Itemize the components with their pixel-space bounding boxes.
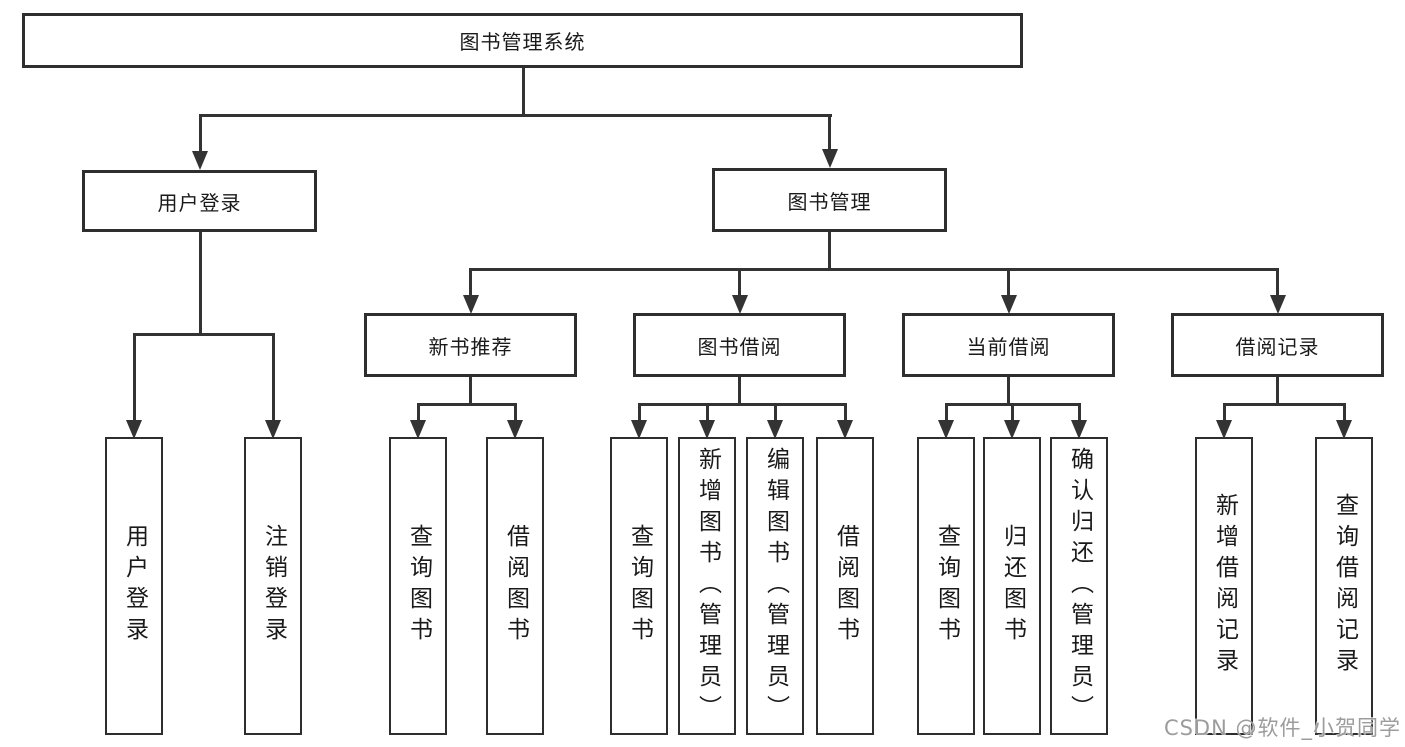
arrow-down-icon	[462, 295, 479, 314]
node-borrow-records-label: 借阅记录	[1235, 334, 1320, 359]
node-new-book-recommend-label: 新书推荐	[428, 334, 513, 359]
leaf-current-return-book-label: 归还图书	[999, 524, 1026, 648]
node-book-borrow: 图书借阅	[633, 313, 846, 377]
leaf-logout-label: 注销登录	[260, 524, 287, 648]
edge-to-leaf-stem	[705, 404, 709, 421]
edge-to-level3-stem	[738, 269, 741, 297]
watermark: CSDN @软件_小贺同学	[1163, 716, 1401, 740]
edge-to-leaf-stem	[271, 334, 275, 420]
arrow-down-icon	[731, 295, 748, 314]
node-book-management-label: 图书管理	[787, 189, 872, 214]
edge-to-leaf-stem	[1077, 404, 1081, 421]
arrow-down-icon	[410, 420, 426, 439]
edge-to-leaf-stem	[513, 404, 517, 421]
edge-borrow-records-hbar	[1222, 403, 1346, 406]
node-root: 图书管理系统	[22, 13, 1023, 68]
edge-to-book-mgmt-stem	[828, 115, 831, 151]
arrow-down-icon	[1071, 420, 1087, 439]
edge-to-leaf-stem	[1010, 404, 1014, 421]
edge-to-leaf-stem	[1222, 404, 1226, 421]
leaf-current-return-book: 归还图书	[983, 437, 1041, 735]
edge-book-borrow-drop	[738, 377, 741, 405]
leaf-borrow-query-book-label: 查询图书	[626, 524, 653, 648]
leaf-current-query-book-label: 查询图书	[933, 524, 960, 648]
edge-to-leaf-stem	[1342, 404, 1346, 421]
arrow-down-icon	[938, 420, 954, 439]
leaf-borrow-add-book-admin: 新增图书（管理员）	[678, 437, 736, 735]
edge-book-borrow-hbar	[637, 403, 847, 406]
arrow-down-icon	[767, 420, 783, 439]
arrow-down-icon	[1269, 295, 1286, 314]
arrow-down-icon	[631, 420, 647, 439]
leaf-logout: 注销登录	[244, 437, 302, 735]
leaf-borrow-query-book: 查询图书	[610, 437, 668, 735]
edge-book-mgmt-drop	[828, 232, 831, 270]
edge-to-leaf-stem	[132, 334, 136, 420]
edge-to-leaf-stem	[944, 404, 948, 421]
edge-user-login-hbar	[132, 333, 275, 336]
arrow-down-icon	[837, 420, 853, 439]
leaf-borrow-borrow-book-label: 借阅图书	[832, 524, 859, 648]
arrow-down-icon	[1004, 420, 1020, 439]
arrow-down-icon	[1000, 295, 1017, 314]
edge-book-mgmt-hbar	[469, 268, 1279, 271]
leaf-user-login-label: 用户登录	[121, 524, 148, 648]
node-new-book-recommend: 新书推荐	[364, 313, 577, 377]
edge-to-leaf-stem	[843, 404, 847, 421]
leaf-records-query-record: 查询借阅记录	[1315, 437, 1373, 735]
edge-to-user-login-stem	[198, 115, 202, 152]
node-borrow-records: 借阅记录	[1171, 313, 1384, 377]
leaf-newbooks-query-book-label: 查询图书	[405, 524, 432, 648]
edge-new-books-hbar	[416, 403, 517, 406]
leaf-current-query-book: 查询图书	[917, 437, 975, 735]
node-current-borrow-label: 当前借阅	[966, 334, 1051, 359]
edge-borrow-records-drop	[1276, 377, 1279, 405]
leaf-records-add-record-label: 新增借阅记录	[1211, 493, 1238, 679]
leaf-borrow-edit-book-admin-label: 编辑图书（管理员）	[762, 446, 789, 726]
arrow-down-icon	[1336, 420, 1352, 439]
edge-to-leaf-stem	[773, 404, 777, 421]
edge-to-level3-stem	[469, 269, 472, 297]
edge-new-books-drop	[469, 377, 472, 405]
edge-to-leaf-stem	[416, 404, 420, 421]
node-user-login-label: 用户登录	[157, 190, 242, 215]
edge-user-login-drop	[198, 232, 202, 335]
edge-root-drop	[521, 68, 525, 117]
leaf-borrow-edit-book-admin: 编辑图书（管理员）	[746, 437, 804, 735]
node-current-borrow: 当前借阅	[902, 313, 1115, 377]
node-user-login: 用户登录	[82, 170, 317, 232]
leaf-user-login: 用户登录	[105, 437, 163, 735]
arrow-down-icon	[507, 420, 523, 439]
leaf-newbooks-borrow-book-label: 借阅图书	[502, 524, 529, 648]
edge-root-hbar	[198, 114, 832, 117]
node-book-borrow-label: 图书借阅	[697, 334, 782, 359]
edge-to-level3-stem	[1007, 269, 1010, 297]
arrow-down-icon	[126, 420, 142, 439]
leaf-current-confirm-return-admin: 确认归还（管理员）	[1050, 437, 1108, 735]
edge-to-leaf-stem	[637, 404, 641, 421]
arrow-down-icon	[192, 151, 208, 170]
edge-to-level3-stem	[1276, 269, 1279, 297]
arrow-down-icon	[1216, 420, 1232, 439]
node-book-management: 图书管理	[712, 168, 947, 232]
leaf-newbooks-query-book: 查询图书	[389, 437, 447, 735]
leaf-borrow-borrow-book: 借阅图书	[816, 437, 874, 735]
leaf-current-confirm-return-admin-label: 确认归还（管理员）	[1066, 446, 1093, 726]
arrow-down-icon	[265, 420, 281, 439]
leaf-newbooks-borrow-book: 借阅图书	[486, 437, 544, 735]
arrow-down-icon	[821, 149, 838, 168]
leaf-records-query-record-label: 查询借阅记录	[1331, 493, 1358, 679]
leaf-records-add-record: 新增借阅记录	[1195, 437, 1253, 735]
arrow-down-icon	[699, 420, 715, 439]
node-root-label: 图书管理系统	[459, 30, 586, 54]
leaf-borrow-add-book-admin-label: 新增图书（管理员）	[694, 446, 721, 726]
edge-current-borrow-drop	[1007, 377, 1010, 405]
